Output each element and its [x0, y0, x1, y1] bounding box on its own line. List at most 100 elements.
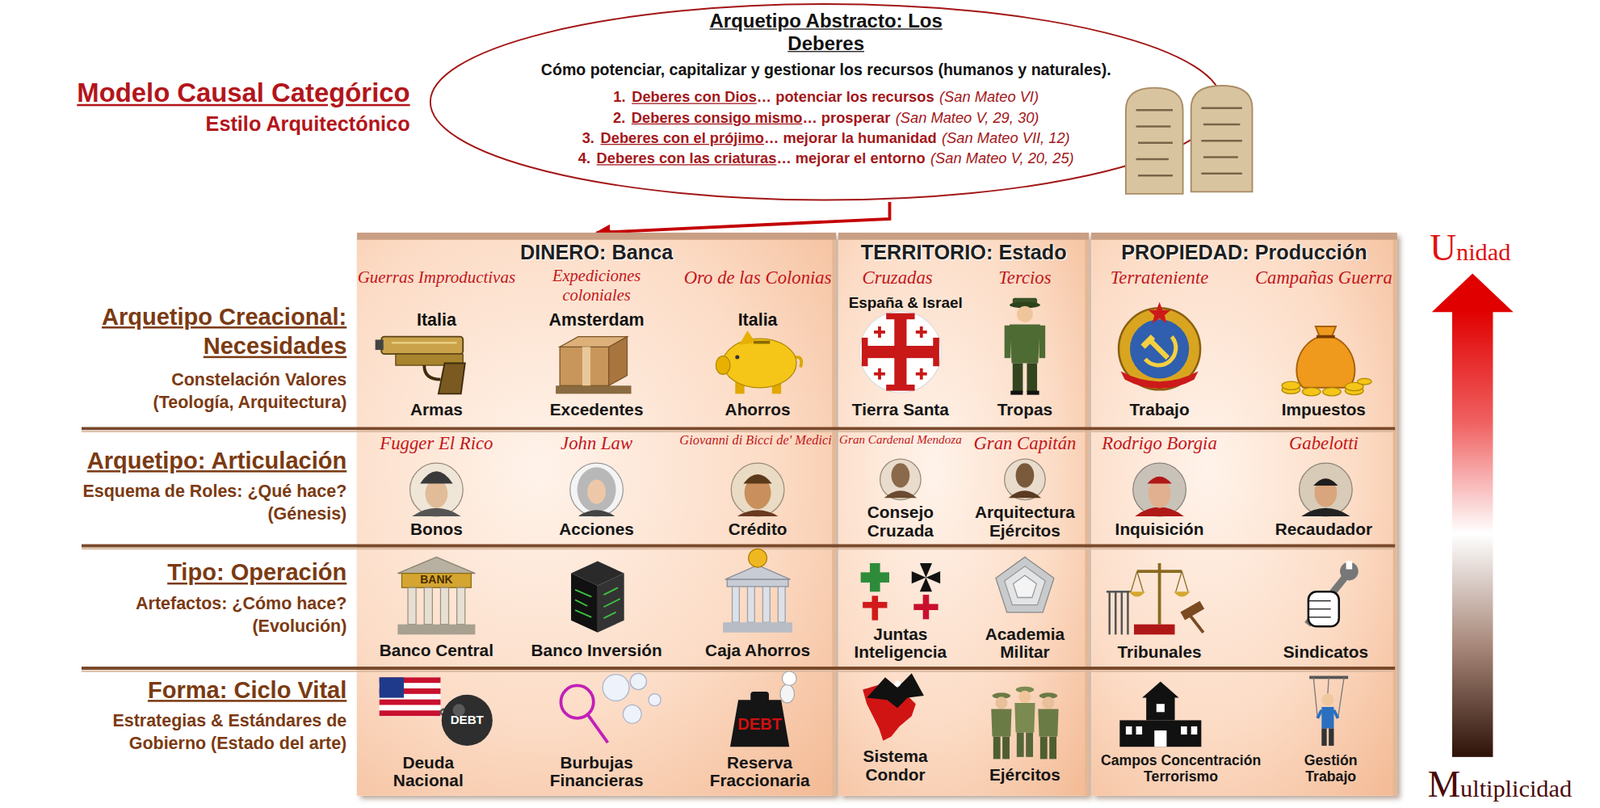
duty-name: Deberes con el prójimo: [600, 129, 765, 146]
item-label: Academia Militar: [974, 624, 1076, 662]
cross-icon: [859, 310, 941, 393]
item-number: 3.: [582, 129, 595, 146]
figure-name: Guerras Improductivas: [356, 267, 517, 288]
item-label: Sistema Condor: [849, 746, 942, 784]
place-name: España & Israel: [837, 293, 975, 311]
item-label: Banco Inversión: [516, 640, 677, 660]
figure-name: Rodrigo Borgia: [1087, 432, 1231, 454]
camp-icon: [1119, 680, 1202, 747]
scale-label: Multiplicidad: [1427, 762, 1598, 806]
column-heading: TERRITORIO: Estado: [841, 240, 1087, 265]
column-heading: PROPIEDAD: Producción: [1096, 240, 1392, 265]
icon-text: DEBT: [441, 713, 493, 728]
item-label: Ahorros: [680, 399, 834, 420]
figure-name: Tercios: [968, 267, 1081, 290]
column-panel: TERRITORIO: EstadoCruzadasEspaña & Israe…: [838, 232, 1090, 796]
figure-name: Gabelotti: [1251, 432, 1395, 454]
item-label: Tropas: [968, 399, 1081, 420]
row-description: Esquema de Roles: ¿Qué hace? (Génesis): [41, 480, 348, 526]
item-number: 4.: [578, 150, 591, 167]
item-label: Burbujas Financieras: [536, 752, 657, 790]
column-heading: DINERO: Banca: [443, 240, 750, 265]
gun-icon: [375, 336, 466, 395]
figure-name: Gran Cardenal Mendoza: [839, 432, 962, 448]
item-label: Banco Central: [356, 640, 517, 660]
gold-bag-icon: [1281, 326, 1372, 396]
row-heading: Tipo: Operación: [41, 558, 348, 587]
pentagon-icon: [995, 556, 1055, 613]
item-label: Tribunales: [1087, 642, 1231, 662]
column-panel: DINERO: BancaGuerras ImproductivasItalia…: [356, 232, 836, 796]
item-label: Trabajo: [1087, 399, 1231, 420]
emblem-icon: [1118, 302, 1201, 391]
row-description: Constelación Valores (Teología, Arquitec…: [101, 369, 347, 415]
place-name: Amsterdam: [520, 310, 673, 331]
ellipse-title: Arquetipo Abstracto: Los Deberes: [693, 10, 959, 55]
cross-symbols: [860, 562, 941, 621]
figure-name: Terrateniente: [1087, 267, 1231, 290]
duty-name: Deberes con Dios: [631, 88, 757, 105]
scale-label: Unidad: [1429, 226, 1583, 269]
figure-name: Gran Capitán: [964, 432, 1085, 454]
figure-name: Campañas Guerra: [1247, 267, 1400, 290]
item-label: Armas: [360, 399, 513, 420]
soldiers-icon: [991, 686, 1059, 760]
item-number: 2.: [613, 109, 626, 126]
item-label: Arquitectura Ejércitos: [962, 502, 1088, 540]
figure-name: John Law: [520, 432, 673, 454]
item-label: Sindicatos: [1254, 642, 1398, 662]
row-heading: Arquetipo Creacional: Necesidades: [41, 302, 348, 362]
item-number: 1.: [613, 88, 626, 105]
item-label: Juntas Inteligencia: [839, 624, 962, 662]
place-name: Italia: [696, 310, 819, 331]
duty-aim: … mejorar la humanidad: [764, 129, 937, 146]
item-label: Impuestos: [1251, 399, 1395, 420]
condor-map-icon: [862, 672, 924, 740]
abstract-ellipse: Arquetipo Abstracto: Los DeberesCómo pot…: [428, 2, 1224, 202]
piggy-bank-icon: [715, 330, 802, 394]
item-label: Excedentes: [520, 399, 673, 420]
duty-aim: … mejorar el entorno: [776, 150, 925, 167]
gradient-arrow: [1432, 272, 1514, 756]
arrow-connector: [596, 201, 891, 233]
portrait-icon: [410, 458, 1353, 517]
bubbles-icon: [560, 672, 661, 743]
duty-aim: … prosperar: [802, 109, 891, 126]
item-label: Acciones: [520, 519, 673, 539]
item-label: Reserva Fraccionaria: [698, 752, 822, 790]
puppet-icon: [1309, 676, 1349, 746]
row-heading: Forma: Ciclo Vital: [41, 676, 348, 704]
diagram-title: Modelo Causal Categórico: [42, 77, 411, 110]
bank-icon: [397, 556, 475, 635]
item-label: Consejo Cruzada: [854, 502, 947, 540]
scripture-reference: (San Mateo VII, 12): [941, 129, 1071, 146]
place-name: Italia: [375, 310, 499, 331]
soldier-icon: [1004, 298, 1046, 395]
item-label: Crédito: [680, 519, 834, 539]
duty-aim: … potenciar los recursos: [756, 88, 935, 105]
item-label: Inquisición: [1087, 519, 1231, 539]
item-label: Campos Concentración Terrorismo: [1094, 752, 1269, 786]
item-label: Bonos: [360, 519, 513, 539]
item-label: Ejércitos: [968, 764, 1081, 785]
item-label: Deuda Nacional: [377, 752, 479, 790]
figure-name: Expediciones coloniales: [516, 267, 677, 307]
row-description: Artefactos: ¿Cómo hace? (Evolución): [81, 592, 347, 639]
figure-name: Fugger El Rico: [360, 432, 513, 454]
debt-flag-icon: [379, 676, 493, 746]
scripture-reference: (San Mateo V, 29, 30): [895, 109, 1040, 126]
cube-icon: [571, 560, 625, 632]
row-heading: Arquetipo: Articulación: [10, 446, 348, 475]
debt-weight-icon: [730, 671, 797, 747]
scripture-reference: (San Mateo V, 20, 25): [930, 150, 1075, 167]
figure-name: Cruzadas: [841, 267, 954, 290]
fist-wrench-icon: [1307, 560, 1359, 626]
box-icon: [555, 336, 631, 395]
row-description: Estrategias & Estándares de Gobierno (Es…: [107, 709, 348, 756]
figure-name: Giovanni di Bicci de' Medici: [676, 432, 836, 449]
icon-text: DEBT: [730, 714, 789, 734]
item-label: Gestión Trabajo: [1289, 752, 1372, 786]
duty-name: Deberes consigo mismo: [631, 109, 803, 126]
item-label: Recaudador: [1251, 519, 1395, 539]
justice-icon: [1106, 562, 1205, 635]
